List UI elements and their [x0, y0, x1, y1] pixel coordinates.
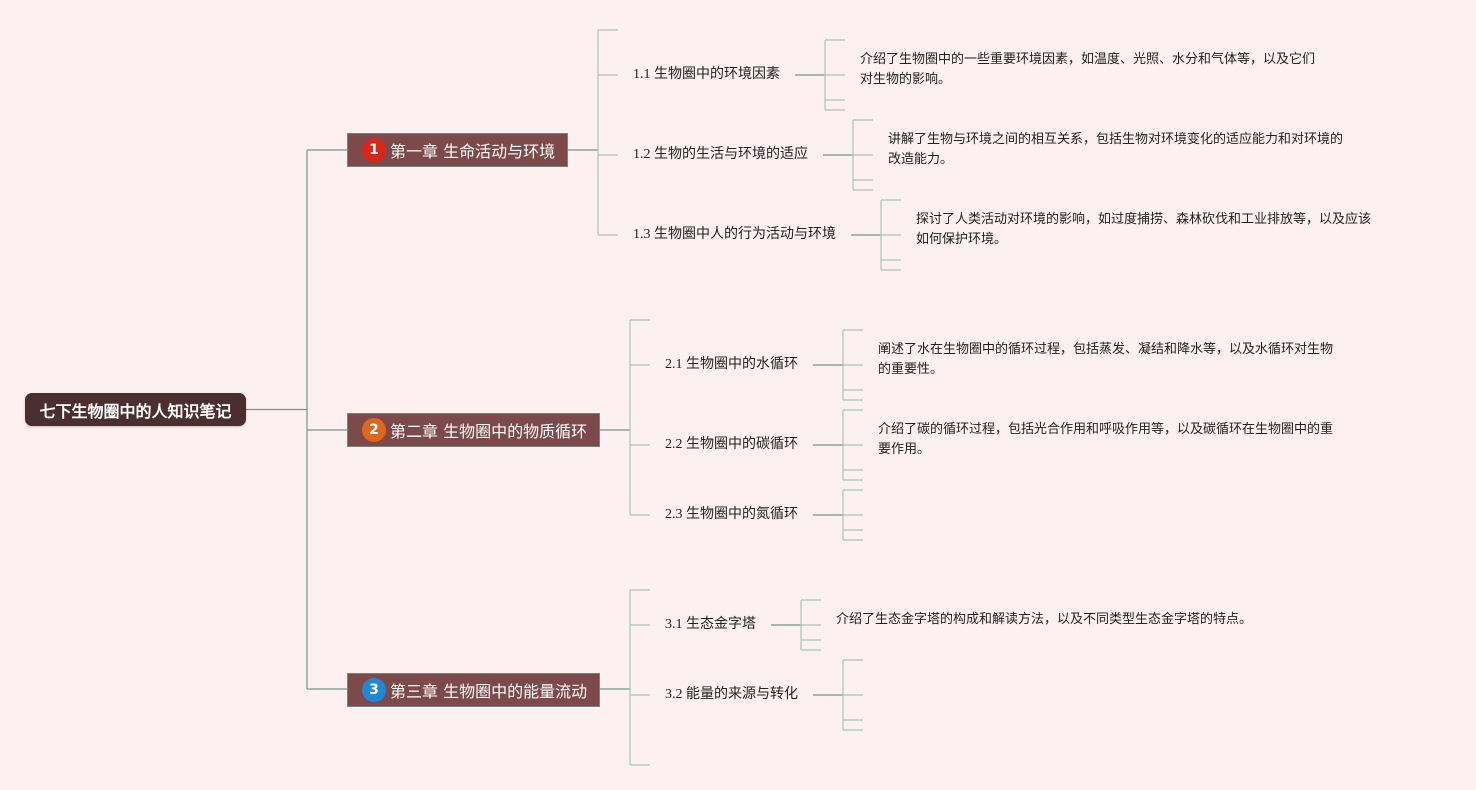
section-1-3[interactable]: 1.3 生物圈中人的行为活动与环境 — [633, 227, 836, 242]
section-2-1[interactable]: 2.1 生物圈中的水循环 — [665, 357, 798, 372]
description-line: 介绍了碳的循环过程，包括光合作用和呼吸作用等，以及碳循环在生物圈中的重 — [878, 422, 1334, 437]
section-3-2[interactable]: 3.2 能量的来源与转化 — [665, 687, 798, 702]
description-line: 探讨了人类活动对环境的影响，如过度捕捞、森林砍伐和工业排放等，以及应该 — [916, 212, 1372, 227]
description-line: 要作用。 — [878, 442, 931, 457]
chapter-1-node[interactable]: 1 第一章 生命活动与环境 — [347, 133, 568, 167]
description-line: 讲解了生物与环境之间的相互关系，包括生物对环境变化的适应能力和对环境的 — [888, 132, 1344, 147]
description-line: 阐述了水在生物圈中的循环过程，包括蒸发、凝结和降水等，以及水循环对生物 — [878, 342, 1334, 357]
description-line: 如何保护环境。 — [916, 232, 1008, 247]
section-2-2[interactable]: 2.2 生物圈中的碳循环 — [665, 437, 798, 452]
number-badge-icon: 3 — [362, 678, 386, 702]
section-3-1-description: 介绍了生态金字塔的构成和解读方法，以及不同类型生态金字塔的特点。 — [836, 610, 1252, 630]
section-2-3[interactable]: 2.3 生物圈中的氮循环 — [665, 507, 798, 522]
section-2-1-description: 阐述了水在生物圈中的循环过程，包括蒸发、凝结和降水等，以及水循环对生物 的重要性… — [878, 340, 1333, 380]
section-1-2[interactable]: 1.2 生物的生活与环境的适应 — [633, 147, 808, 162]
number-badge-icon: 1 — [362, 138, 386, 162]
description-line: 对生物的影响。 — [860, 72, 952, 87]
description-line: 介绍了生物圈中的一些重要环境因素，如温度、光照、水分和气体等，以及它们 — [860, 52, 1316, 67]
root-title: 七下生物圈中的人知识笔记 — [39, 401, 232, 421]
section-1-1[interactable]: 1.1 生物圈中的环境因素 — [633, 67, 780, 82]
section-3-1[interactable]: 3.1 生态金字塔 — [665, 617, 756, 632]
section-2-2-description: 介绍了碳的循环过程，包括光合作用和呼吸作用等，以及碳循环在生物圈中的重 要作用。 — [878, 420, 1333, 460]
section-1-1-description: 介绍了生物圈中的一些重要环境因素，如温度、光照、水分和气体等，以及它们 对生物的… — [860, 50, 1315, 90]
section-1-2-description: 讲解了生物与环境之间的相互关系，包括生物对环境变化的适应能力和对环境的 改造能力… — [888, 130, 1343, 170]
chapter-2-node[interactable]: 2 第二章 生物圈中的物质循环 — [347, 413, 600, 447]
number-badge-icon: 2 — [362, 418, 386, 442]
chapter-title: 第三章 生物圈中的能量流动 — [390, 682, 588, 701]
chapter-title: 第一章 生命活动与环境 — [390, 142, 556, 161]
description-line: 改造能力。 — [888, 152, 954, 167]
root-topic[interactable]: 七下生物圈中的人知识笔记 — [25, 393, 246, 426]
chapter-3-node[interactable]: 3 第三章 生物圈中的能量流动 — [347, 673, 600, 707]
description-line: 介绍了生态金字塔的构成和解读方法，以及不同类型生态金字塔的特点。 — [836, 612, 1253, 627]
section-1-3-description: 探讨了人类活动对环境的影响，如过度捕捞、森林砍伐和工业排放等，以及应该 如何保护… — [916, 210, 1371, 250]
description-line: 的重要性。 — [878, 362, 944, 377]
chapter-title: 第二章 生物圈中的物质循环 — [390, 422, 588, 441]
